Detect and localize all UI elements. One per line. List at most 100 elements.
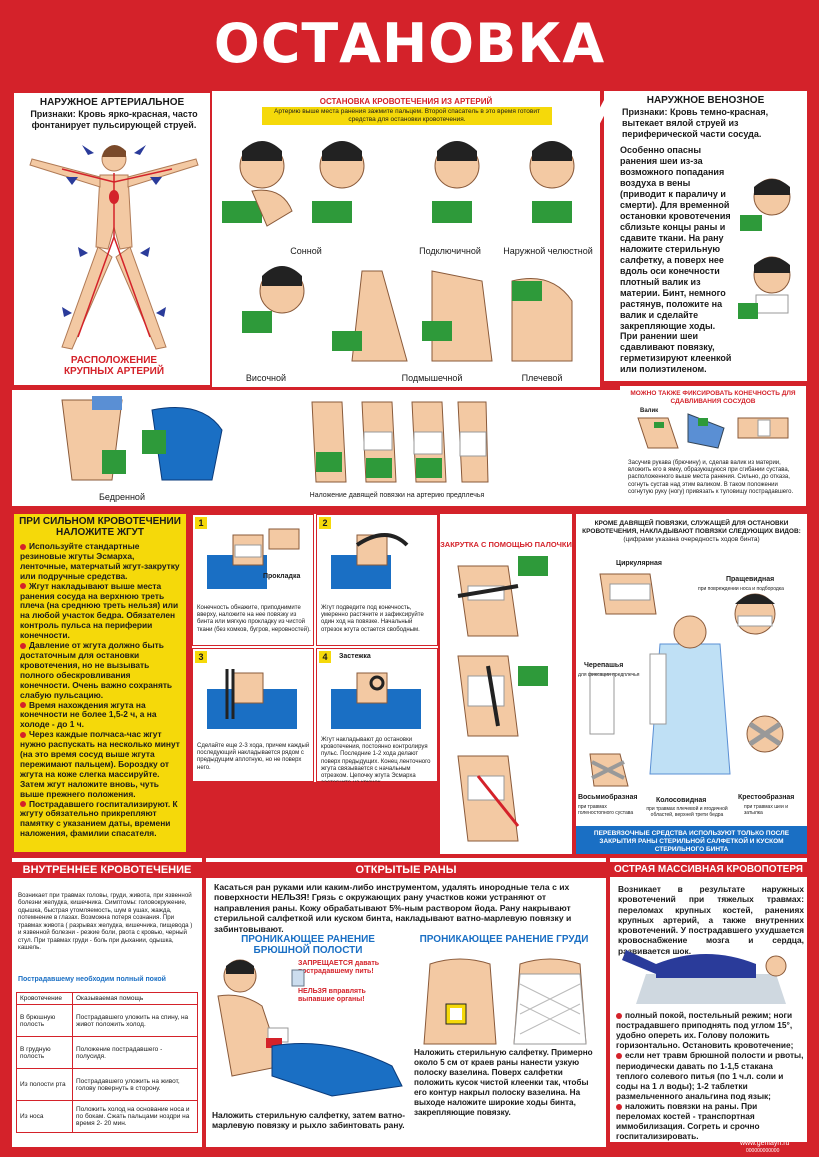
- open-wounds-body: Касаться ран руками или каким-либо инстр…: [214, 882, 572, 934]
- table-cell: В грудную полость: [16, 1036, 73, 1069]
- femoral-artery-illustration: [61, 396, 223, 481]
- shock-position-illustration: [622, 950, 787, 1004]
- bandage-sling-note: при повреждении носа и подбородка: [698, 586, 784, 592]
- bandage-sling: Пращевидная: [726, 576, 775, 583]
- internal-panel: ВНУТРЕННЕЕ КРОВОТЕЧЕНИЕ Возникает при тр…: [12, 858, 202, 1147]
- open-wounds-panel: ОТКРЫТЫЕ РАНЫ Касаться ран руками или ка…: [206, 858, 606, 1147]
- step-1-label: Прокладка: [263, 573, 301, 580]
- step-4-text: Жгут накладывают до остановки кровотечен…: [321, 737, 431, 782]
- poster-title: ОСТАНОВКА КРОВОТЕЧЕНИЯ: [152, 12, 666, 147]
- step-2-text: Жгут подведите под конечность, умеренно …: [321, 605, 424, 633]
- table-cell: Из носа: [16, 1100, 73, 1133]
- internal-aid-table: Кровотечение Оказываемая помощь В брюшну…: [16, 992, 198, 1133]
- arterial-panel: НАРУЖНОЕ АРТЕРИАЛЬНОЕ Признаки: Кровь яр…: [12, 91, 212, 387]
- forearm-bandage-illustration: [311, 401, 489, 483]
- no-drink-warning: ЗАПРЕЩАЕТСЯ давать пострадавшему пить!: [298, 960, 380, 976]
- bandage-turtle-note: для фиксации предплечья: [578, 672, 640, 678]
- venous-panel: НАРУЖНОЕ ВЕНОЗНОЕ Признаки: Кровь темно-…: [604, 91, 807, 381]
- step-2: 2 Жгут подведите под конечность, умеренн…: [316, 514, 438, 646]
- label-temporal: Височной: [245, 373, 287, 383]
- venous-body: Особенно опасны ранения шеи из-за возмож…: [620, 145, 732, 375]
- tourniquet-item: Время нахождения жгута на конечности не …: [20, 699, 157, 730]
- bandage-cross-note: при травмах шеи и затылка: [744, 804, 788, 816]
- step-2-illustration: [331, 533, 409, 589]
- label-facial: Наружной челюстной: [503, 246, 593, 256]
- tourniquet-item: Жгут накладывают выше места ранения сосу…: [20, 580, 179, 641]
- bandages-heading-text: КРОМЕ ДАВЯЩЕЙ ПОВЯЗКИ, СЛУЖАЩЕЙ ДЛЯ ОСТА…: [582, 520, 801, 535]
- step-number: 1: [195, 517, 207, 529]
- twist-stick-illustration: [457, 556, 548, 842]
- abdomen-wound-illustration: [217, 959, 403, 1097]
- step-3: 3 Сделайте еще 2-3 хода, причем каждый п…: [192, 648, 314, 782]
- step-number: 3: [195, 651, 207, 663]
- fixation-panel: МОЖНО ТАКЖЕ ФИКСИРОВАТЬ КОНЕЧНОСТЬ ДЛЯ С…: [620, 386, 806, 506]
- label-femoral: Бедренной: [99, 492, 145, 502]
- bandage-circular: Циркулярная: [616, 560, 663, 567]
- table-row: Из полости рта Пострадавшего уложить на …: [16, 1068, 198, 1101]
- venous-heading: НАРУЖНОЕ ВЕНОЗНОЕ: [646, 95, 765, 106]
- tourniquet-items: Используйте стандартные резиновые жгуты …: [20, 541, 182, 839]
- pressure-points-illustration: [222, 141, 575, 362]
- table-row: В брюшную полость Пострадавшего уложить …: [16, 1004, 198, 1037]
- chest-wound-illustration: [423, 958, 587, 1045]
- forearm-caption: Наложение давящей повязки на артерию пре…: [309, 492, 485, 499]
- print-code: 000000000000: [746, 1148, 780, 1154]
- step-1-text: Конечность обнажите, приподнимите вверху…: [197, 605, 311, 633]
- table-cell: Положить холод на основание носа и по бо…: [72, 1100, 198, 1133]
- bandage-types-panel: КРОМЕ ДАВЯЩЕЙ ПОВЯЗКИ, СЛУЖАЩЕЙ ДЛЯ ОСТА…: [576, 514, 807, 854]
- step-4: 4 Застежка Жгут накладывают до остановки…: [316, 648, 438, 782]
- twist-heading: ЗАКРУТКА С ПОМОЩЬЮ ПАЛОЧКИ: [440, 540, 572, 549]
- venous-signs: Признаки: Кровь темно-красная, вытекает …: [622, 107, 769, 139]
- tourniquet-item: Через каждые полчаса-час жгут нужно расп…: [20, 729, 180, 799]
- website: www.genlayn.ru: [740, 1140, 790, 1147]
- abdomen-heading: ПРОНИКАЮЩЕЕ РАНЕНИЕ БРЮШНОЙ ПОЛОСТИ: [241, 934, 375, 956]
- massive-item: наложить повязки на раны. При переломах …: [616, 1100, 760, 1142]
- step-3-text: Сделайте еще 2-3 хода, причем каждый пос…: [197, 743, 310, 771]
- table-cell: Пострадавшего уложить на спину, на живот…: [72, 1004, 198, 1037]
- bandage-spica-note: при травмах плечевой и ягодичной областе…: [646, 806, 728, 818]
- fixation-valik-label: Валик: [640, 408, 659, 414]
- femoral-panel: Бедренной Наложение давящей повязки на а…: [12, 390, 620, 506]
- label-subclavian: Подключичной: [419, 246, 481, 256]
- bandages-footer: ПЕРЕВЯЗОЧНЫЕ СРЕДСТВА ИСПОЛЬЗУЮТ ТОЛЬКО …: [576, 826, 807, 854]
- label-carotid: Сонной: [290, 246, 322, 256]
- massive-body: Возникает в результате наружных кровотеч…: [618, 884, 804, 956]
- massive-items: полный покой, постельный режим; ноги пос…: [616, 1010, 804, 1141]
- arteries-figure-illustration: [29, 145, 199, 350]
- tourniquet-item: Используйте стандартные резиновые жгуты …: [20, 541, 180, 581]
- bandage-turtle: Черепашья: [584, 662, 624, 669]
- arterial-heading: НАРУЖНОЕ АРТЕРИАЛЬНОЕ: [39, 97, 185, 108]
- chest-heading: ПРОНИКАЮЩЕЕ РАНЕНИЕ ГРУДИ: [419, 934, 589, 945]
- artery-stop-subtitle: Артерию выше места ранения зажмите пальц…: [262, 107, 552, 125]
- table-cell: Пострадавшего уложить на живот, голову п…: [72, 1068, 198, 1101]
- fixation-heading: МОЖНО ТАКЖЕ ФИКСИРОВАТЬ КОНЕЧНОСТЬ ДЛЯ С…: [630, 390, 796, 405]
- internal-body: Возникает при травмах головы, груди, жив…: [18, 892, 193, 952]
- arterial-signs: Признаки: Кровь ярко-красная, часто фонт…: [30, 109, 198, 130]
- open-wounds-heading: ОТКРЫТЫЕ РАНЫ: [206, 862, 606, 878]
- table-cell: Положение пострадавшего - полусидя.: [72, 1036, 198, 1069]
- bandage-types-illustration: [589, 573, 784, 787]
- step-1-illustration: [207, 528, 300, 589]
- table-row: Из носа Положить холод на основание носа…: [16, 1100, 198, 1133]
- bandage-cross: Крестообразная: [738, 794, 795, 801]
- step-4-label: Застежка: [339, 653, 371, 660]
- limb-fixation-illustration: [637, 413, 789, 449]
- internal-rest: Пострадавшему необходим полный покой: [18, 976, 166, 983]
- step-4-illustration: [331, 672, 421, 729]
- bandages-heading: КРОМЕ ДАВЯЩЕЙ ПОВЯЗКИ, СЛУЖАЩЕЙ ДЛЯ ОСТА…: [582, 520, 801, 543]
- twist-panel: ЗАКРУТКА С ПОМОЩЬЮ ПАЛОЧКИ: [440, 514, 572, 854]
- step-1: 1 Прокладка Конечность обнажите, приподн…: [192, 514, 314, 646]
- massive-item: полный покой, постельный режим; ноги пос…: [616, 1010, 794, 1051]
- artery-stop-heading: ОСТАНОВКА КРОВОТЕЧЕНИЯ ИЗ АРТЕРИЙ: [319, 97, 493, 106]
- massive-heading: ОСТРАЯ МАССИВНАЯ КРОВОПОТЕРЯ: [610, 862, 807, 877]
- bandage-spica: Колосовидная: [656, 797, 707, 804]
- no-organs-warning: НЕЛЬЗЯ вправлять выпавшие органы!: [298, 988, 366, 1004]
- step-3-illustration: [207, 669, 297, 729]
- table-row: В грудную полость Положение пострадавшег…: [16, 1036, 198, 1069]
- massive-panel: ОСТРАЯ МАССИВНАЯ КРОВОПОТЕРЯ Возникает в…: [610, 858, 807, 1142]
- step-number: 4: [319, 651, 331, 663]
- step-number: 2: [319, 517, 331, 529]
- bandages-heading-note: (цифрами указана очередность ходов бинта…: [623, 535, 760, 543]
- tourniquet-item: Пострадавшего госпитализируют. К жгуту о…: [20, 798, 178, 839]
- fixation-body: Засучив рукава (брючину) и, сделав валик…: [628, 460, 794, 495]
